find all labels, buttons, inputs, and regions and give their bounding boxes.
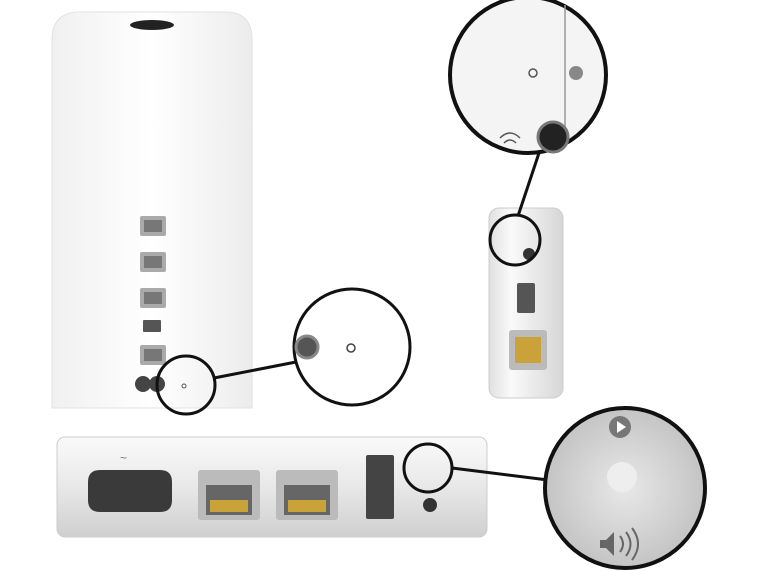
status-led	[569, 66, 583, 80]
ethernet-port	[140, 252, 166, 272]
audio-port	[423, 498, 437, 512]
reset-button-icon	[346, 343, 356, 353]
usb-port	[366, 455, 394, 519]
wifi-icon	[499, 132, 521, 144]
audio-port-closeup	[536, 120, 570, 154]
airport-express-vertical	[448, 0, 608, 399]
ethernet-port	[140, 216, 166, 236]
ethernet-port	[140, 288, 166, 308]
reset-button-icon	[528, 68, 538, 78]
callout-large	[448, 0, 608, 155]
ethernet-port	[509, 330, 547, 370]
airport-express-horizontal: ~	[56, 406, 707, 570]
power-icon: ~	[120, 451, 127, 465]
apple-logo-icon	[130, 20, 174, 30]
callout-small	[488, 213, 542, 267]
ethernet-port	[276, 470, 338, 520]
usb-port	[517, 283, 535, 313]
usb-port	[143, 320, 161, 332]
ethernet-port	[140, 345, 166, 365]
callout-large	[292, 287, 412, 407]
airport-extreme	[51, 11, 412, 416]
reset-button-icon	[181, 383, 187, 389]
power-port	[88, 470, 172, 512]
callout-small	[155, 354, 217, 416]
ethernet-port	[198, 470, 260, 520]
reset-button-closeup	[607, 462, 637, 492]
audio-icon	[600, 527, 639, 561]
power-port-closeup	[294, 334, 320, 360]
